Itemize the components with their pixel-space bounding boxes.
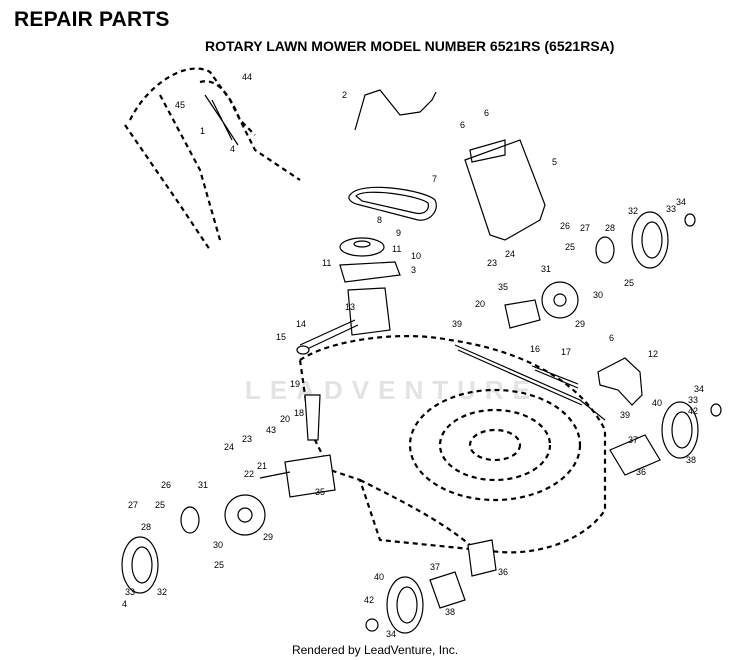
callout-26l: 26 bbox=[161, 480, 171, 490]
transmission-assembly bbox=[296, 237, 401, 355]
callout-33r: 33 bbox=[666, 204, 676, 214]
page-title: REPAIR PARTS bbox=[14, 8, 170, 31]
callout-24l: 24 bbox=[224, 442, 234, 452]
callout-22: 22 bbox=[244, 469, 254, 479]
callout-6b: 6 bbox=[484, 108, 489, 118]
callout-28r: 28 bbox=[605, 223, 615, 233]
callout-12: 12 bbox=[648, 349, 658, 359]
callout-8: 8 bbox=[377, 215, 382, 225]
callout-14: 14 bbox=[296, 319, 306, 329]
callout-34r: 34 bbox=[676, 197, 686, 207]
callout-34r2: 34 bbox=[694, 384, 704, 394]
callout-10: 10 bbox=[411, 251, 421, 261]
callout-39b: 39 bbox=[620, 410, 630, 420]
callout-4b: 4 bbox=[122, 599, 127, 609]
callout-4: 4 bbox=[230, 144, 235, 154]
discharge-chute bbox=[464, 139, 546, 241]
callout-6a: 6 bbox=[460, 120, 465, 130]
callout-7: 7 bbox=[432, 174, 437, 184]
left-height-lever bbox=[259, 394, 336, 498]
callout-30l: 30 bbox=[213, 540, 223, 550]
callout-36l: 36 bbox=[498, 567, 508, 577]
callout-13: 13 bbox=[345, 302, 355, 312]
callout-28l: 28 bbox=[141, 522, 151, 532]
callout-42l: 42 bbox=[364, 595, 374, 605]
callout-31l: 31 bbox=[198, 480, 208, 490]
callout-24r: 24 bbox=[505, 249, 515, 259]
callout-32r: 32 bbox=[628, 206, 638, 216]
adjuster-right bbox=[504, 281, 579, 329]
height-adjust-rod bbox=[454, 344, 606, 421]
callout-15: 15 bbox=[276, 332, 286, 342]
callout-18: 18 bbox=[294, 408, 304, 418]
callout-35l: 35 bbox=[315, 487, 325, 497]
callout-17: 17 bbox=[561, 347, 571, 357]
callout-35r: 35 bbox=[498, 282, 508, 292]
watermark: LEADVENTURE bbox=[245, 375, 540, 405]
callout-11b: 11 bbox=[322, 258, 331, 268]
rear-flap bbox=[597, 357, 643, 406]
callout-6c: 6 bbox=[609, 333, 614, 343]
wheel-right-rear bbox=[595, 211, 696, 269]
adjuster-left bbox=[180, 494, 266, 536]
callout-23l: 23 bbox=[242, 434, 252, 444]
callout-20r: 20 bbox=[475, 299, 485, 309]
callout-38l: 38 bbox=[445, 607, 455, 617]
callout-27l: 27 bbox=[128, 500, 138, 510]
callout-42r: 42 bbox=[688, 406, 698, 416]
mower-deck bbox=[298, 335, 607, 554]
callout-34l: 34 bbox=[386, 629, 396, 639]
wheel-left-front bbox=[365, 539, 497, 634]
callout-40r: 40 bbox=[652, 398, 662, 408]
callout-37r: 37 bbox=[628, 435, 638, 445]
page-subtitle: ROTARY LAWN MOWER MODEL NUMBER 6521RS (6… bbox=[205, 38, 615, 54]
callout-29r: 29 bbox=[575, 319, 585, 329]
callout-26r: 26 bbox=[560, 221, 570, 231]
callout-16: 16 bbox=[530, 344, 540, 354]
callout-25l2: 25 bbox=[214, 560, 224, 570]
callout-29l: 29 bbox=[263, 532, 273, 542]
callout-1: 1 bbox=[200, 126, 205, 136]
callout-25r: 25 bbox=[565, 242, 575, 252]
callout-32l: 32 bbox=[157, 587, 167, 597]
callout-9: 9 bbox=[396, 228, 401, 238]
callout-36r: 36 bbox=[636, 467, 646, 477]
callout-37l: 37 bbox=[430, 562, 440, 572]
wheel-right-front bbox=[609, 401, 722, 476]
wheel-left-rear bbox=[121, 536, 159, 594]
callout-11a: 11 bbox=[392, 244, 401, 254]
drive-belt bbox=[348, 186, 437, 221]
callout-33l: 33 bbox=[125, 587, 135, 597]
control-rod bbox=[354, 89, 437, 131]
callout-19: 19 bbox=[290, 379, 300, 389]
callout-25r2: 25 bbox=[624, 278, 634, 288]
callout-43: 43 bbox=[266, 425, 276, 435]
handle-assembly bbox=[124, 67, 301, 251]
callout-39a: 39 bbox=[452, 319, 462, 329]
callout-20l: 20 bbox=[280, 414, 290, 424]
callout-5: 5 bbox=[552, 157, 557, 167]
callout-2: 2 bbox=[342, 90, 347, 100]
callout-labels: 44 45 1 4 2 6 6 5 7 8 9 11 11 10 3 13 14… bbox=[122, 72, 704, 639]
callout-30r: 30 bbox=[593, 290, 603, 300]
callout-27r: 27 bbox=[580, 223, 590, 233]
callout-33r2: 33 bbox=[688, 395, 698, 405]
callout-25l: 25 bbox=[155, 500, 165, 510]
callout-40l: 40 bbox=[374, 572, 384, 582]
callout-21: 21 bbox=[257, 461, 267, 471]
footer-credit: Rendered by LeadVenture, Inc. bbox=[291, 643, 459, 657]
callout-31r: 31 bbox=[541, 264, 551, 274]
callout-45: 45 bbox=[175, 100, 185, 110]
callout-23r: 23 bbox=[487, 258, 497, 268]
callout-44: 44 bbox=[242, 72, 252, 82]
callout-3: 3 bbox=[411, 265, 416, 275]
callout-38r: 38 bbox=[686, 455, 696, 465]
